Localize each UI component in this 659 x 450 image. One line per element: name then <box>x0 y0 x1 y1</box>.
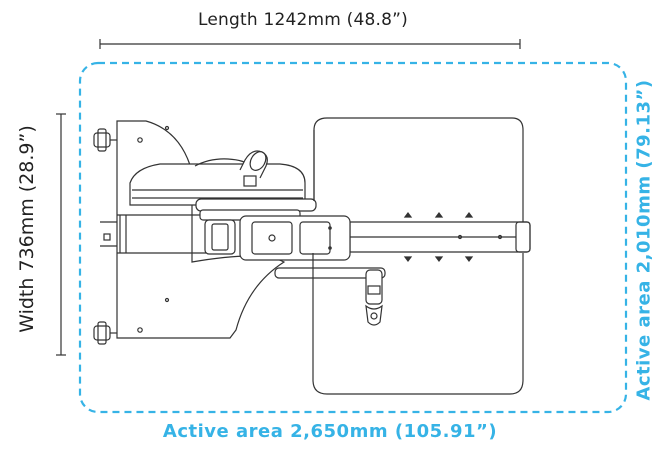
active-area-width-label: Active area 2,650mm (105.91”) <box>162 421 498 442</box>
rear-platform <box>312 117 524 395</box>
mount-hole <box>164 297 170 303</box>
main-beam <box>319 221 531 253</box>
upper-handle <box>239 150 268 187</box>
mount-hole <box>137 137 143 143</box>
central-joint <box>204 215 351 261</box>
mount-hole <box>137 327 143 333</box>
lower-arm <box>274 267 386 326</box>
active-area-boundary <box>78 61 628 414</box>
mount-hole <box>164 125 170 131</box>
active-area-height-label: Active area 2,010mm (79.13”) <box>633 79 655 401</box>
dome-housing <box>129 158 306 206</box>
length-dimension-line <box>99 39 521 49</box>
length-dimension-label: Length 1242mm (48.8”) <box>198 10 408 30</box>
robot-top-view <box>93 117 531 395</box>
caster-top <box>93 128 118 152</box>
platform-markers <box>403 212 474 262</box>
caster-bottom <box>93 321 118 345</box>
width-dimension-label: Width 736mm (28.9”) <box>16 125 38 333</box>
width-dimension-line <box>56 113 66 356</box>
column-rails <box>100 214 210 254</box>
